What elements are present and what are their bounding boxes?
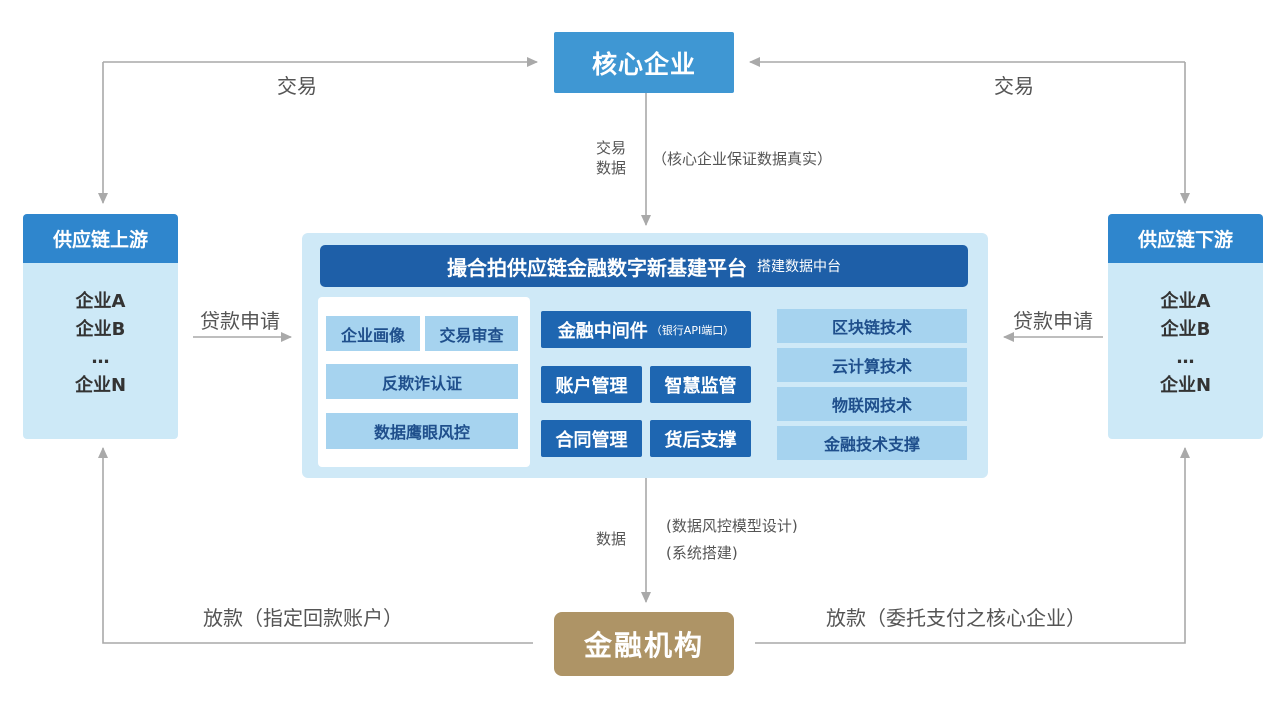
financial-institution-box: 金融机构 (554, 612, 734, 676)
release-left-arrow (98, 447, 533, 644)
upstream-title: 供应链上游 (23, 214, 178, 263)
platform-title: 撮合拍供应链金融数字新基建平台 (447, 255, 747, 280)
post-loan-support-block: 货后支撑 (650, 420, 751, 457)
upstream-item: 企业A (75, 291, 126, 312)
upstream-list: 企业A 企业B … 企业N (23, 288, 178, 400)
trade-data-line2: 数据 (596, 159, 627, 177)
downstream-item: … (1176, 347, 1195, 368)
upstream-panel: 供应链上游 企业A 企业B … 企业N (23, 214, 178, 439)
trade-label-right: 交易 (994, 74, 1034, 98)
smart-supervision-block: 智慧监管 (650, 366, 751, 403)
anti-fraud-block: 反欺诈认证 (326, 364, 518, 399)
platform-header: 撮合拍供应链金融数字新基建平台 搭建数据中台 (320, 245, 968, 287)
core-guarantee-label: （核心企业保证数据真实） (652, 150, 833, 168)
platform-subtitle: 搭建数据中台 (757, 259, 841, 275)
trade-review-block: 交易审查 (425, 316, 518, 351)
core-enterprise-box: 核心企业 (554, 32, 734, 93)
fintech-support-block: 金融技术支撑 (777, 426, 967, 460)
downstream-item: 企业A (1160, 291, 1211, 312)
middleware-title: 金融中间件 (557, 320, 648, 342)
loan-apply-label-right: 贷款申请 (1013, 309, 1093, 333)
trade-data-label: 交易 数据 (596, 138, 626, 178)
risk-model-label: (数据风控模型设计) (666, 517, 798, 535)
system-build-label: (系统搭建) (666, 544, 738, 562)
platform-panel: 撮合拍供应链金融数字新基建平台 搭建数据中台 企业画像 交易审查 反欺诈认证 数… (302, 233, 988, 478)
downstream-item: 企业N (1159, 375, 1212, 396)
iot-tech-block: 物联网技术 (777, 387, 967, 421)
trade-label-left: 交易 (277, 74, 317, 98)
loan-apply-label-left: 贷款申请 (200, 309, 280, 333)
upstream-item: … (91, 347, 110, 368)
trade-data-line1: 交易 (596, 139, 627, 157)
cloud-computing-block: 云计算技术 (777, 348, 967, 382)
release-label-right: 放款（委托支付之核心企业） (826, 606, 1086, 630)
risk-panel: 企业画像 交易审查 反欺诈认证 数据鹰眼风控 (318, 297, 530, 467)
contract-management-block: 合同管理 (541, 420, 642, 457)
upstream-item: 企业N (74, 375, 127, 396)
middleware-note: （银行API端口） (650, 323, 735, 337)
downstream-title: 供应链下游 (1108, 214, 1263, 263)
release-label-left: 放款（指定回款账户） (203, 606, 403, 630)
upstream-item: 企业B (75, 319, 126, 340)
downstream-panel: 供应链下游 企业A 企业B … 企业N (1108, 214, 1263, 439)
account-management-block: 账户管理 (541, 366, 642, 403)
eagle-eye-risk-block: 数据鹰眼风控 (326, 413, 518, 449)
release-right-arrow (755, 447, 1190, 644)
downstream-item: 企业B (1160, 319, 1211, 340)
downstream-list: 企业A 企业B … 企业N (1108, 288, 1263, 400)
financial-middleware-block: 金融中间件（银行API端口） (541, 311, 751, 348)
blockchain-tech-block: 区块链技术 (777, 309, 967, 343)
enterprise-portrait-block: 企业画像 (326, 316, 420, 351)
data-label: 数据 (596, 530, 627, 548)
